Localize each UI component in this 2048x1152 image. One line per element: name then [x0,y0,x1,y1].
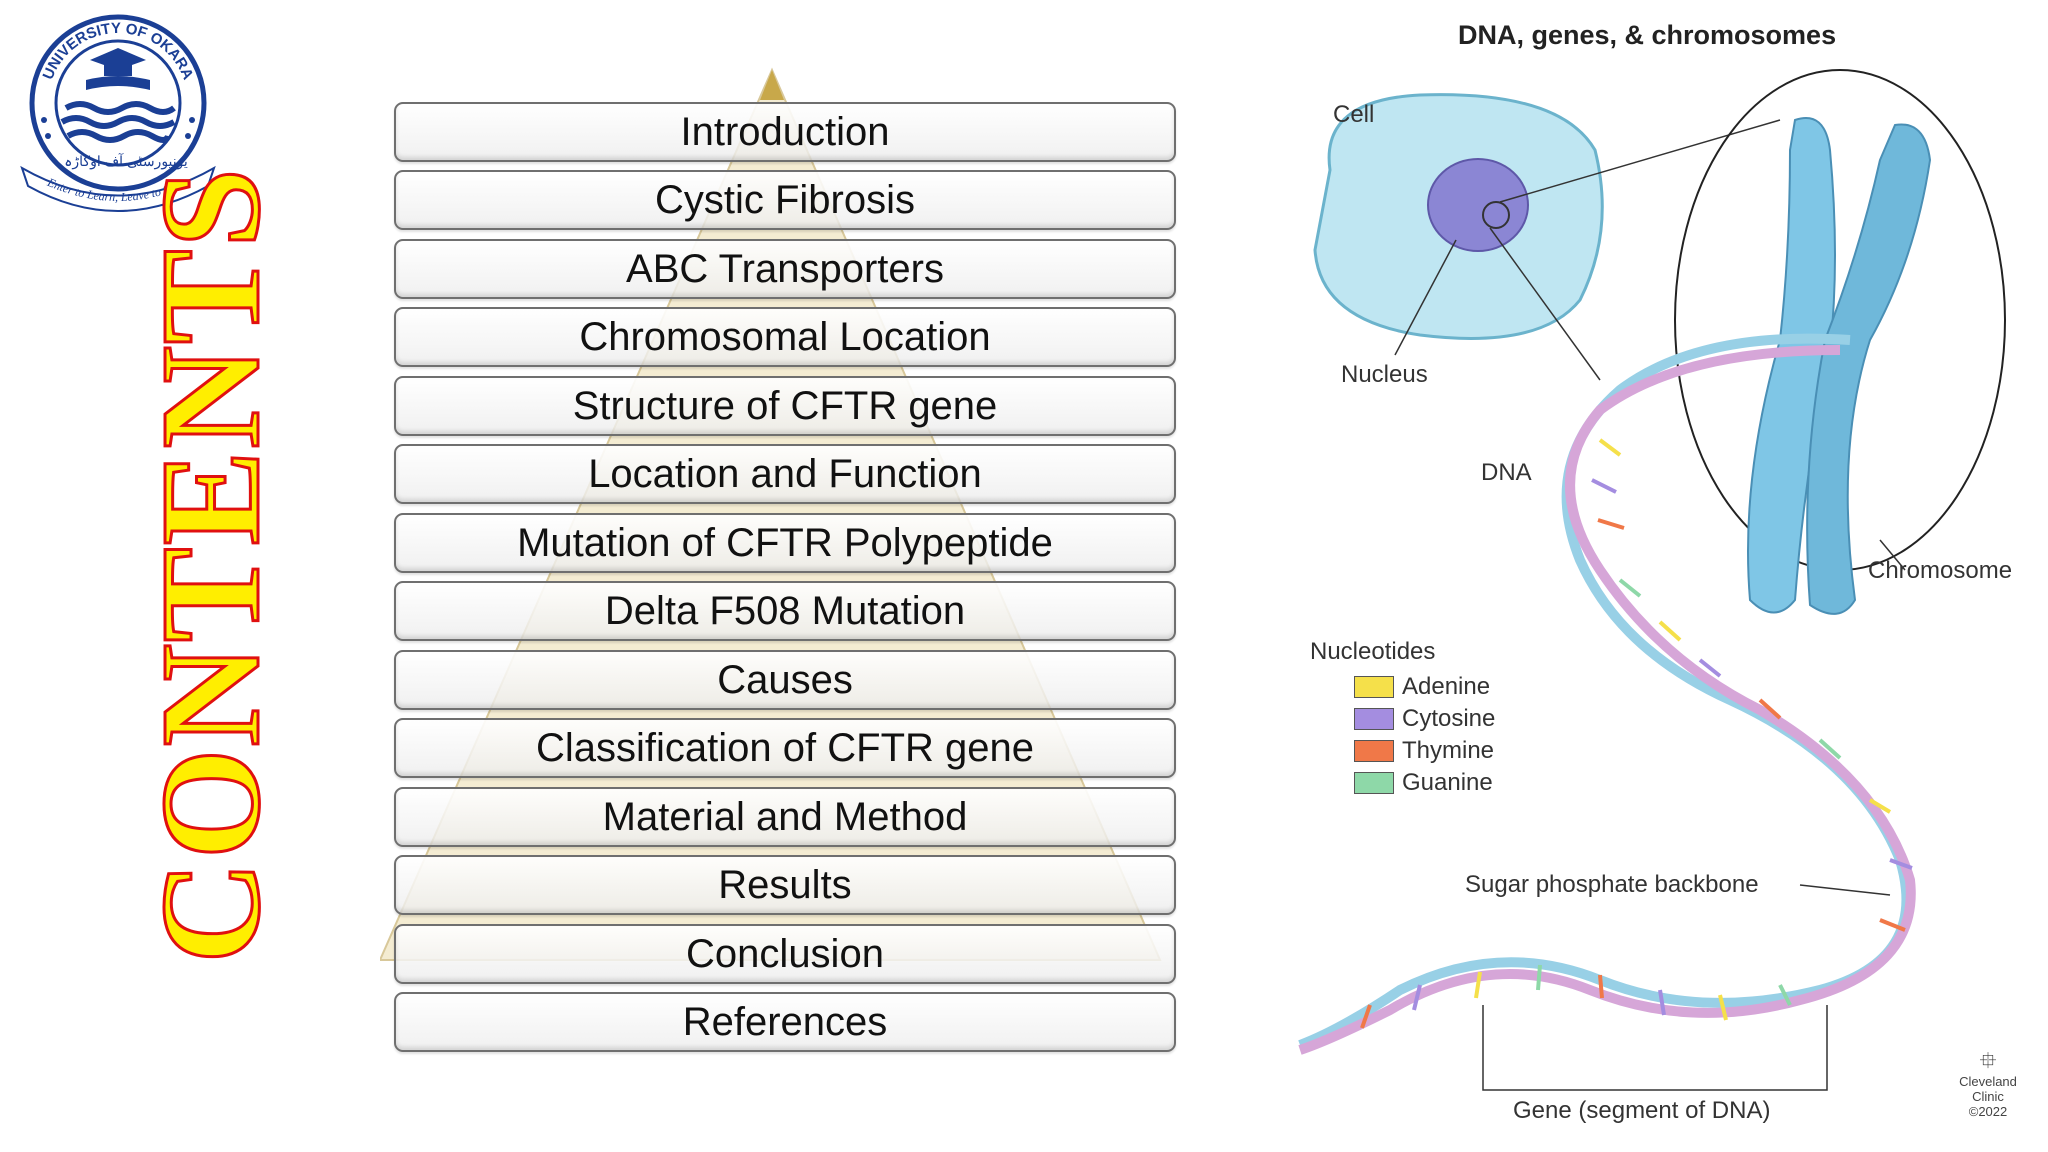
credit-line3: ©2022 [1968,1104,2008,1119]
legend-label: Cytosine [1402,705,1496,732]
menu-item-references[interactable]: References [394,992,1176,1052]
menu-item-abc-transporters[interactable]: ABC Transporters [394,239,1176,299]
menu-item-causes[interactable]: Causes [394,650,1176,710]
guanine-swatch [1354,772,1394,794]
thymine-swatch [1354,740,1394,762]
university-logo: UNIVERSITY OF OKARA یونیورسٹی آف اوکاڑہ … [20,14,216,212]
legend-label: Thymine [1402,737,1495,764]
legend-label: Guanine [1402,769,1493,796]
menu-item-structure-cftr[interactable]: Structure of CFTR gene [394,376,1176,436]
menu-item-material-method[interactable]: Material and Method [394,787,1176,847]
menu-item-mutation-cftr[interactable]: Mutation of CFTR Polypeptide [394,513,1176,573]
label-dna: DNA [1481,459,1532,486]
dna-diagram [1298,69,2006,1091]
menu-item-classification[interactable]: Classification of CFTR gene [394,718,1176,778]
legend-label: Adenine [1402,673,1491,700]
menu-item-introduction[interactable]: Introduction [394,102,1176,162]
cytosine-swatch [1354,708,1394,730]
menu-item-delta-f508[interactable]: Delta F508 Mutation [394,581,1176,641]
menu-item-conclusion[interactable]: Conclusion [394,924,1176,984]
legend-item-guanine: Guanine [1354,769,1493,797]
legend-item-adenine: Adenine [1354,673,1490,701]
adenine-swatch [1354,676,1394,698]
legend-item-cytosine: Cytosine [1354,705,1495,733]
label-chromosome: Chromosome [1868,557,2013,584]
diagram-title: DNA, genes, & chromosomes [1458,20,1837,50]
cleveland-clinic-credit: ⯐ Cleveland Clinic ©2022 [1948,1048,2028,1119]
legend-item-thymine: Thymine [1354,737,1494,765]
label-nucleus: Nucleus [1341,361,1428,388]
menu-item-location-function[interactable]: Location and Function [394,444,1176,504]
cleveland-clinic-icon: ⯐ [1979,1048,1997,1073]
contents-title: CONTENTS [130,165,291,965]
label-backbone: Sugar phosphate backbone [1465,871,1759,898]
menu-item-cystic-fibrosis[interactable]: Cystic Fibrosis [394,170,1176,230]
credit-line2: Clinic [1972,1089,2004,1104]
credit-line1: Cleveland [1959,1074,2017,1089]
label-cell: Cell [1333,101,1375,128]
logo-urdu-text: یونیورسٹی آف اوکاڑہ [64,152,188,170]
menu-item-chromosomal-location[interactable]: Chromosomal Location [394,307,1176,367]
legend-title: Nucleotides [1310,638,1436,665]
menu-item-results[interactable]: Results [394,855,1176,915]
label-gene: Gene (segment of DNA) [1513,1097,1771,1124]
